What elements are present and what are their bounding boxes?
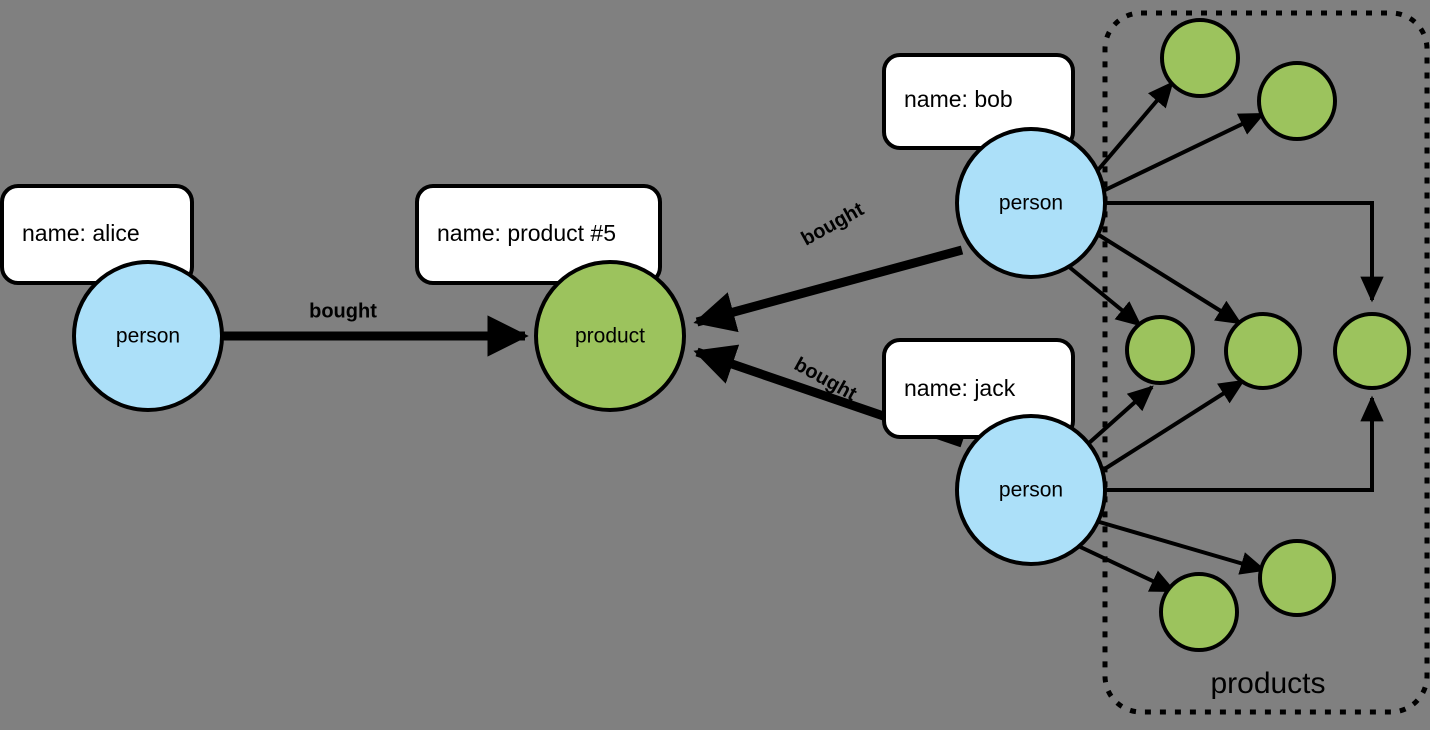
product-cluster-nodes (1125, 18, 1411, 652)
property-box-bob (882, 53, 1075, 150)
products-cluster-label: products (1210, 667, 1325, 700)
main-nodes (72, 127, 1107, 566)
node-bob[interactable] (955, 127, 1107, 279)
products-cluster-boundary (1102, 10, 1430, 715)
product-node-p1[interactable] (1160, 18, 1240, 98)
product-node-p5[interactable] (1333, 312, 1411, 390)
product-node-p2[interactable] (1257, 61, 1337, 141)
edge-jack-p7 (1073, 542, 1177, 593)
jack-product-edges (1073, 379, 1384, 593)
edge-jack-p3 (1087, 385, 1154, 445)
product-node-p3[interactable] (1125, 315, 1195, 385)
product-node-p6[interactable] (1258, 539, 1336, 617)
edge-bob-p2 (1102, 112, 1266, 193)
edge-jack-p6 (1095, 519, 1267, 575)
edge-bob-p3 (1066, 264, 1142, 327)
edge-label-alice-bought: bought (309, 300, 377, 322)
product-node-p4[interactable] (1224, 312, 1302, 390)
edge-bob-p1 (1096, 81, 1174, 172)
edge-bob-p4 (1092, 230, 1242, 325)
property-text-product5: name: product #5 (437, 220, 616, 246)
node-product5[interactable] (534, 260, 686, 412)
node-labels: person product person person (116, 192, 1063, 502)
node-label-jack: person (999, 479, 1063, 502)
node-label-product5: product (575, 325, 645, 348)
node-label-bob: person (999, 192, 1063, 215)
property-box-product5 (415, 184, 662, 285)
bob-product-edges (1066, 81, 1384, 327)
node-jack[interactable] (955, 414, 1107, 566)
edge-bob-bought-product (693, 245, 964, 333)
edge-label-bob-bought: bought (798, 198, 868, 250)
property-text-jack: name: jack (904, 375, 1016, 401)
product-node-p7[interactable] (1159, 572, 1239, 652)
edge-bob-p5 (1105, 201, 1384, 303)
node-label-alice: person (116, 325, 180, 348)
property-boxes (0, 53, 1075, 439)
node-alice[interactable] (72, 260, 224, 412)
property-text-alice: name: alice (22, 220, 140, 246)
edge-jack-p5 (1105, 395, 1384, 492)
edge-jack-p4 (1101, 379, 1245, 472)
property-texts: name: alice name: product #5 name: bob n… (22, 86, 1016, 401)
property-text-bob: name: bob (904, 86, 1013, 112)
